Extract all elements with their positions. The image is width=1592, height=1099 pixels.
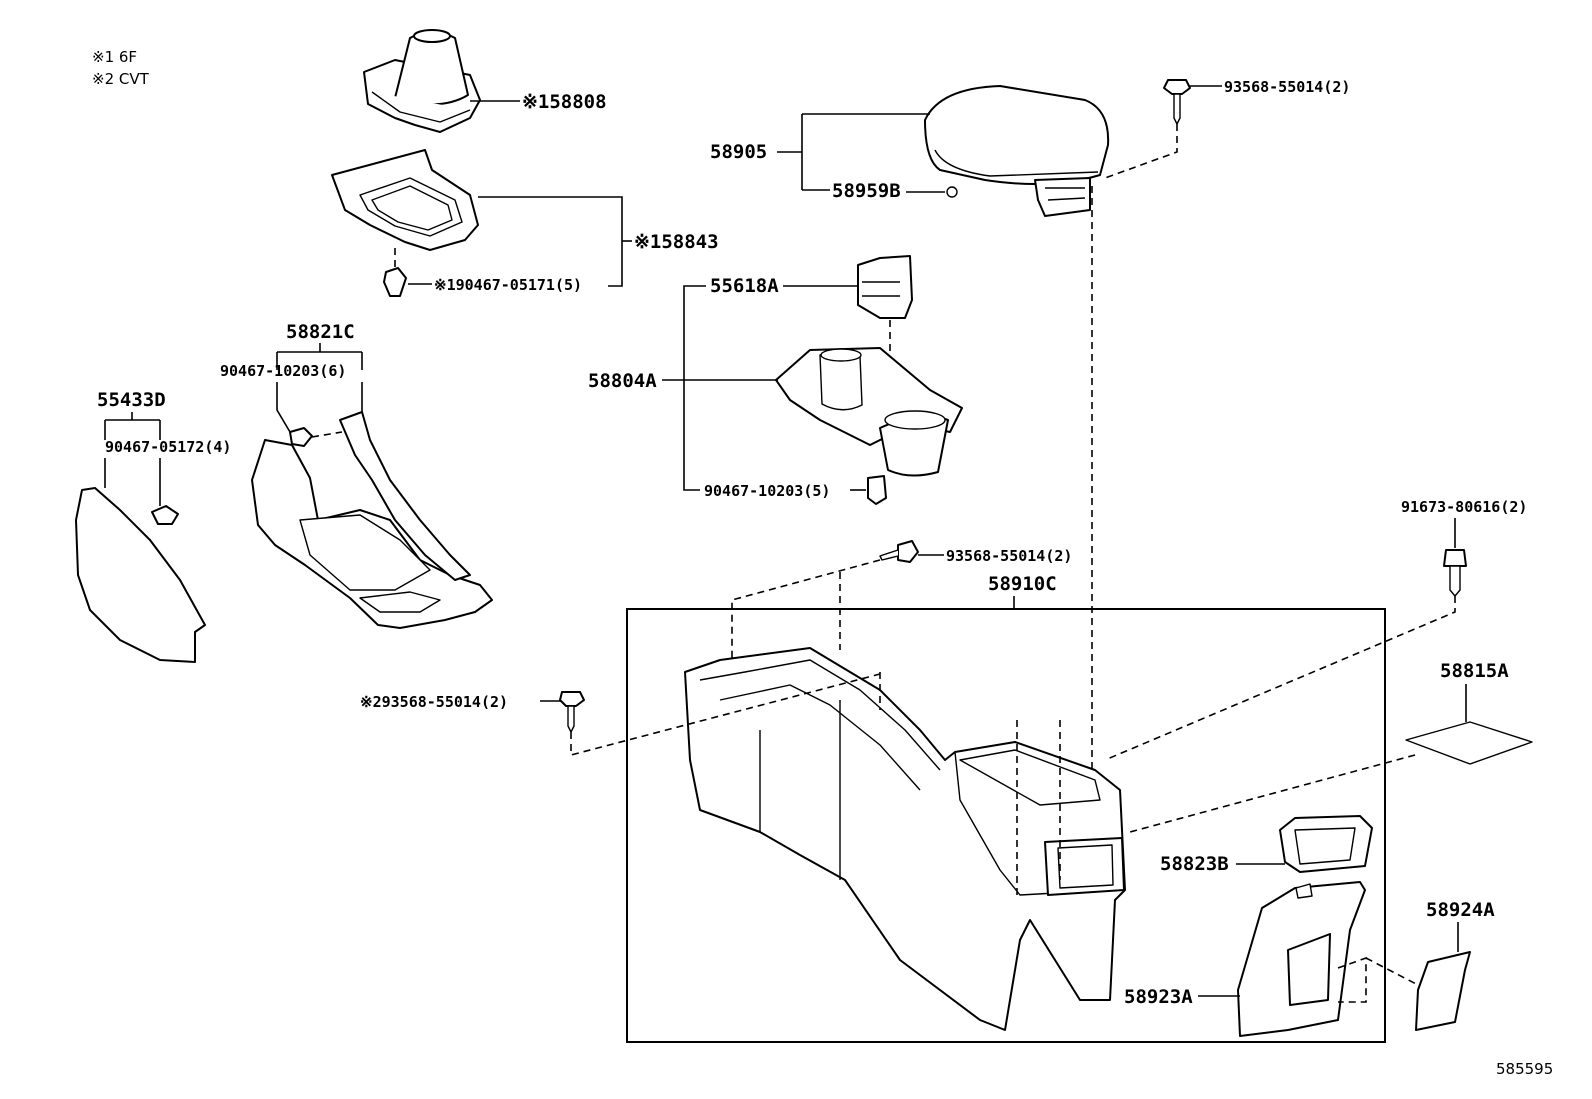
label-93568-55014-cvt: ※293568-55014(2) [360,693,508,711]
screw-58959B [946,186,958,198]
label-58924A: 58924A [1426,899,1495,921]
panel-58923A [1237,881,1366,1037]
screw-93568-55014-mid [879,540,919,563]
frame-58910C [626,608,1386,1043]
label-58959B: 58959B [832,180,901,202]
label-90467-10203-5: 90467-10203(5) [704,482,830,500]
clip-90467-10203-6 [289,427,313,447]
label-58815A: 58815A [1440,660,1509,682]
insert-55618A [857,255,913,319]
bracket-55433D [104,412,161,440]
bracket-58843 [478,196,623,287]
shift-bezel-part [331,149,479,251]
label-58905: 58905 [710,141,767,163]
label-55618A: 55618A [710,275,779,297]
label-90467-05171: ※190467-05171(5) [434,276,582,294]
note-cvt: ※2 CVT [92,70,150,88]
label-55433D: 55433D [97,389,166,411]
leader-90467-05172 [104,458,161,506]
bracket-58804A [683,285,706,491]
dash-93568-mid [731,559,881,680]
bracket-58905 [777,113,930,191]
dash-91673 [1104,596,1456,761]
label-58910C: 58910C [988,573,1057,595]
label-58804A: 58804A [588,370,657,392]
label-58843: ※158843 [634,231,719,253]
dash-clip-58821c [311,431,343,438]
center-console-part [684,647,1126,1031]
dash-58924A [1337,956,1421,1003]
armrest-lid-part [924,85,1110,217]
screw-93568-55014-cvt [559,691,585,733]
clip-90467-05172 [151,505,179,525]
dash-58815A [1129,754,1416,833]
shift-boot-part [363,29,481,133]
label-58823B: 58823B [1160,853,1229,875]
label-91673-80616: 91673-80616(2) [1401,498,1527,516]
label-90467-05172: 90467-05172(4) [105,438,231,456]
cup-holder-part [775,347,963,477]
label-90467-10203-6: 90467-10203(6) [220,362,346,380]
tray-58823B [1279,815,1373,873]
clip-90467-05171 [383,267,407,297]
mat-58815A [1405,721,1533,765]
dash-console-insert [1016,720,1061,900]
note-6f: ※1 6F [92,48,137,66]
console-panel-part [251,411,493,629]
dash-93568-top [1104,124,1178,179]
clip-90467-10203-5 [867,475,887,505]
bracket-58821C [276,343,363,370]
label-58923A: 58923A [1124,986,1193,1008]
screw-91673-80616 [1443,549,1467,597]
label-58821C: 58821C [286,321,355,343]
cover-58924A [1415,951,1471,1031]
label-58808: ※158808 [522,91,607,113]
label-93568-55014-top: 93568-55014(2) [1224,78,1350,96]
side-cover-part [75,487,206,663]
leader-90467-10203-6 [276,382,363,433]
label-93568-55014-mid: 93568-55014(2) [946,547,1072,565]
drawing-number: 585595 [1496,1060,1553,1078]
screw-93568-55014-top [1163,79,1191,125]
